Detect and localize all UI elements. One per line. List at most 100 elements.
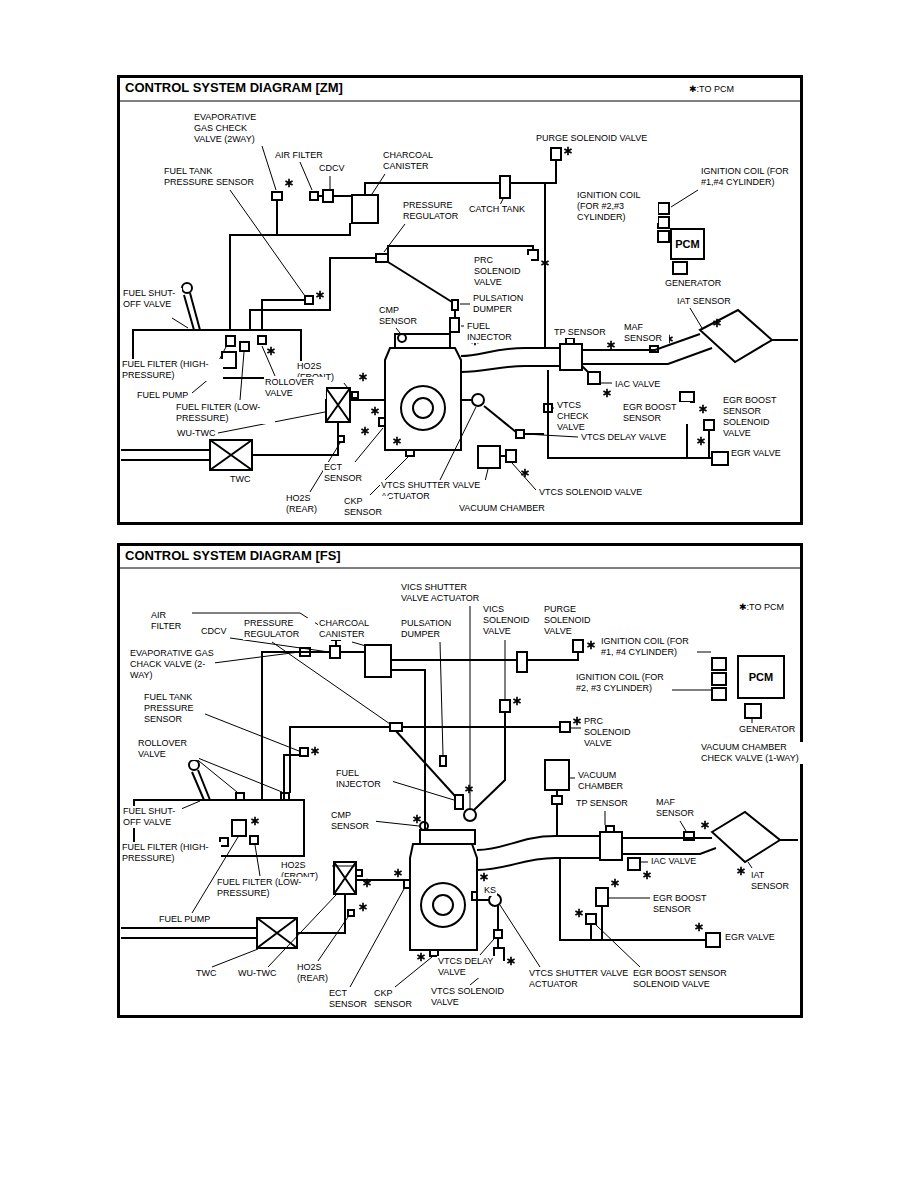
part-label: VTCS SOLENOID VALVE [538, 487, 643, 498]
part-label: TWC [229, 474, 252, 485]
part-label: MAF SENSOR [655, 797, 699, 819]
pcm-markers [251, 641, 744, 965]
header-rule [120, 101, 800, 568]
part-label: CMP SENSOR [378, 305, 428, 327]
part-label: FUEL INJECTOR [466, 321, 524, 343]
part-label: EGR VALVE [730, 448, 782, 459]
part-label: IAC VALVE [650, 856, 697, 867]
part-label: ECT SENSOR [323, 462, 371, 484]
part-label: PULSATION DUMPER [472, 293, 538, 315]
part-label: FUEL PUMP [158, 914, 211, 925]
part-label: VTCS SHUTTER VALVE ACTUATOR [528, 968, 634, 990]
part-label: CATCH TANK [468, 204, 526, 215]
part-label: FUEL INJECTOR [335, 768, 393, 790]
part-label: EVAPORATIVE GAS CHECK VALVE (2WAY) [193, 112, 269, 145]
part-label: EGR VALVE [724, 932, 776, 943]
intake [477, 812, 798, 870]
part-label: KS [483, 885, 497, 896]
part-label: IGNITION COIL (FOR #1, #4 CYLINDER) [600, 636, 697, 658]
evap-fuel-lines [262, 632, 583, 836]
pcm-markers [267, 147, 720, 477]
part-label: HO2S (REAR) [296, 962, 338, 984]
part-label: TP SENSOR [575, 798, 629, 809]
part-label: WU-TWC [176, 428, 216, 439]
part-label: IAT SENSOR [750, 870, 792, 892]
part-label: EGR BOOST SENSOR SOLENOID VALVE [632, 968, 744, 990]
part-label: ROLLOVER VALVE [264, 377, 326, 399]
part-label: EVAPORATIVE GAS CHACK VALVE (2-WAY) [129, 648, 215, 681]
part-label: TWC [195, 968, 218, 979]
part-label: VTCS CHECK VALVE [556, 400, 598, 433]
part-label: PURGE SOLENOID VALVE [535, 133, 648, 144]
box-label: PCM [675, 238, 699, 251]
part-label: FUEL SHUT-OFF VALVE [122, 806, 182, 828]
part-label: ✱:TO PCM [738, 602, 785, 613]
part-label: FUEL FILTER (HIGH-PRESSURE) [121, 359, 223, 381]
part-label: AIR FILTER [274, 150, 324, 161]
part-label: CKP SENSOR [373, 988, 419, 1010]
part-label: WU-TWC [237, 968, 277, 979]
part-label: CHARCOAL CANISTER [318, 618, 390, 640]
engine [404, 822, 477, 956]
part-label: PRC SOLENOID VALVE [583, 716, 645, 749]
part-label: ✱:TO PCM [688, 84, 735, 95]
panel-title: CONTROL SYSTEM DIAGRAM [ZM] [123, 80, 345, 96]
part-label: ECT SENSOR [328, 988, 370, 1010]
part-label: IGNITION COIL (FOR #1,#4 CYLINDER) [700, 166, 792, 188]
part-label: EGR BOOST SENSOR SOLENOID VALVE [722, 395, 790, 439]
part-label: VACUUM CHAMBER CHECK VALVE (1-WAY) [700, 742, 806, 764]
part-label: CDCV [200, 626, 228, 637]
pcm-box: PCM [737, 655, 785, 699]
part-label: FUEL FILTER (LOW-PRESSURE) [216, 877, 314, 899]
part-label: FUEL TANK PRESSURE SENSOR [143, 692, 205, 725]
part-label: PRC SOLENOID VALVE [473, 255, 531, 288]
part-label: CDCV [318, 163, 346, 174]
part-label: VICS SHUTTER VALVE ACTUATOR [400, 582, 496, 604]
part-label: VACUUM CHAMBER [458, 503, 546, 514]
part-label: FUEL FILTER (HIGH-PRESSURE) [121, 842, 221, 864]
part-label: PRESSURE REGULATOR [243, 618, 315, 640]
part-label: VACUUM CHAMBER [577, 770, 639, 792]
pcm-box: PCM [670, 228, 705, 260]
part-label: PULSATION DUMPER [400, 618, 468, 640]
part-label: HO2S (REAR) [285, 493, 327, 515]
engine [379, 334, 461, 456]
egr-vtcs [477, 858, 720, 960]
part-label: GENERATOR [664, 278, 722, 289]
part-label: FUEL FILTER (LOW-PRESSURE) [175, 402, 275, 424]
part-label: IGNITION COIL (FOR #2, #3 CYLINDER) [575, 672, 672, 694]
part-label: FUEL PUMP [136, 390, 189, 401]
part-label: CMP SENSOR [330, 810, 376, 832]
part-label: IAC VALVE [614, 379, 661, 390]
intake [461, 310, 798, 384]
exhaust [121, 862, 410, 948]
part-label: AIR FILTER [150, 610, 192, 632]
part-label: VTCS SOLENOID VALVE [430, 986, 522, 1008]
part-label: ROLLOVER VALVE [137, 738, 199, 760]
part-label: VTCS DELAY VALVE [437, 956, 503, 978]
egr-vtcs [461, 370, 728, 468]
part-label: IGNITION COIL (FOR #2,#3 CYLINDER) [576, 190, 658, 223]
exhaust [121, 388, 385, 470]
part-label: FUEL TANK PRESSURE SENSOR [163, 166, 261, 188]
part-label: GENERATOR [738, 724, 796, 735]
part-label: VICS SOLENOID VALVE [482, 604, 542, 637]
panel-title: CONTROL SYSTEM DIAGRAM [FS] [123, 548, 343, 564]
part-label: FUEL SHUT-OFF VALVE [122, 288, 182, 310]
part-label: PRESSURE REGULATOR [402, 200, 474, 222]
leader-lines [174, 606, 752, 987]
part-label: TP SENSOR [553, 327, 607, 338]
evap-fuel-lines [230, 148, 561, 348]
part-label: IAT SENSOR [676, 296, 732, 307]
part-label: EGR BOOST SENSOR [652, 893, 720, 915]
part-label: MAF SENSOR [623, 322, 669, 344]
diagram-panel: CONTROL SYSTEM DIAGRAM [FS] PCM [117, 543, 803, 1018]
part-label: CHARCOAL CANISTER [382, 150, 454, 172]
part-label: CKP SENSOR [343, 496, 389, 518]
part-label: VTCS SHUTTER VALVE ACTUATOR [380, 480, 492, 502]
part-label: EGR BOOST SENSOR [622, 402, 690, 424]
leader-lines [172, 146, 702, 502]
box-label: PCM [749, 671, 773, 684]
part-label: PURGE SOLENOID VALVE [543, 604, 603, 637]
